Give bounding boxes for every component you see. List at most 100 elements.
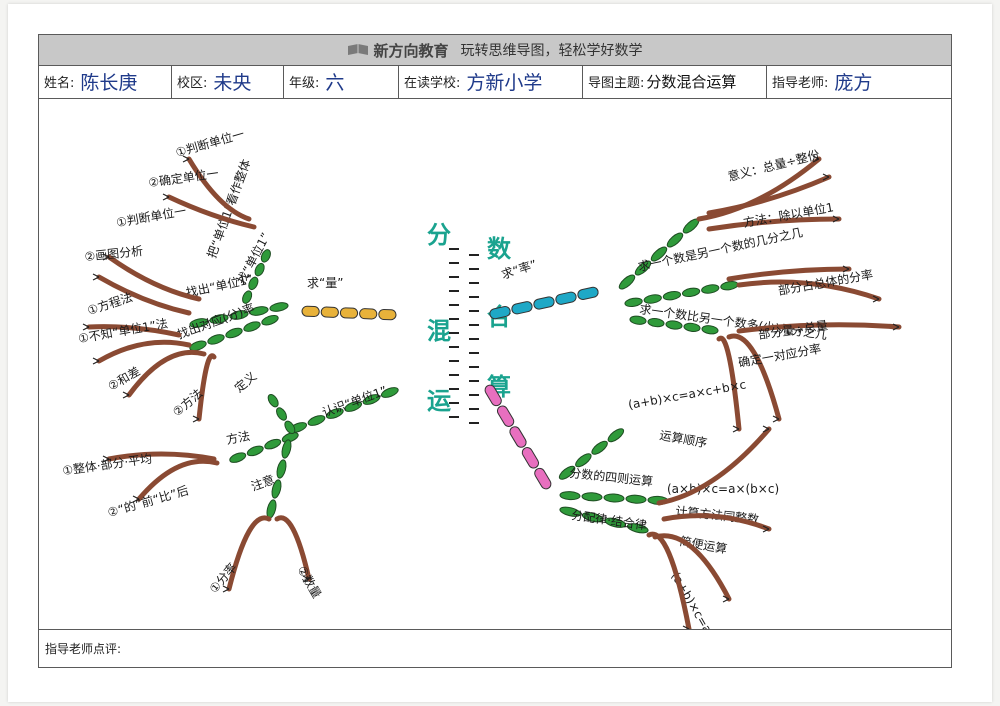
liang-leaf [260,249,271,263]
lv-root [706,174,832,216]
liang-root-tip [92,357,100,365]
fa-leaf [276,407,287,421]
suan-leaf [559,491,581,501]
mind-map-canvas: 分混运数合算求“量”找“单位1”找出“单位1”找出对应(分)率把“单位1”看作整… [39,99,951,629]
lv-leaf [618,274,636,290]
liang-item: ②和差 [106,364,143,394]
fa-label: 认识“单位1” [320,382,389,419]
theme-label: 导图主题: [588,76,645,91]
lv-leaf [643,294,662,304]
suan-root-tip [722,595,730,603]
center-title-char: 数 [487,235,512,263]
fa-leaf [362,394,381,405]
liang-root-tip [82,323,90,331]
fa-leaf [307,415,326,426]
lv-capsule [511,301,533,315]
liang-root-tip [192,415,200,423]
book-icon [348,44,369,55]
lv-item: 意义：总量÷整份 [726,147,821,184]
teacher-cell: 指导老师: 庞方 [767,65,951,98]
lv-leaf [681,287,701,298]
grade-label: 年级: [289,76,320,91]
suan-root-tip [762,525,770,533]
liang-root-tip [182,155,190,163]
suan-root [656,426,772,506]
suan-leaf [603,493,625,503]
center-title-char: 运 [427,387,451,415]
fa-leaf [246,445,264,457]
teacher-label: 指导老师: [772,76,829,91]
liang-leaf [249,306,269,316]
lv-root [716,335,742,432]
fa-leaf [229,452,247,463]
fa-sub-label: 方法 [225,428,251,447]
suan-item: (a+b)×c=a×c+b×c [627,377,747,412]
lv-root-tip [832,215,840,223]
grade-value: 六 [325,72,345,94]
suan-root-tip [682,625,690,629]
suan-root [652,533,732,602]
lv-leaf [662,290,682,301]
fa-leaf [344,401,363,412]
worksheet-frame: 新方向教育 玩转思维导图，轻松学好数学 姓名: 陈长庚 校区: 未央 年级: 六… [38,34,952,668]
name-value: 陈长庚 [80,72,138,94]
liang-leaf [242,290,253,304]
lv-root-tip [732,425,740,433]
center-title-char: 分 [427,221,451,249]
lv-leaf [647,317,665,328]
lv-root-tip [812,155,820,163]
lv-leaf [701,284,720,294]
liang-item: ①判断单位一 [174,126,246,160]
lv-root [696,156,822,222]
suan-leaf [604,517,627,528]
campus-value: 未央 [213,72,252,94]
lv-root [726,333,782,422]
lv-root [736,279,882,302]
liang-item: ①方程法 [85,289,134,318]
suan-leaf [559,506,582,517]
liang-leaf [225,327,243,339]
teacher-value: 庞方 [834,72,873,94]
lv-root-tip [842,265,850,273]
lv-capsule [489,305,511,320]
lv-leaf [665,320,683,330]
suan-leaf [607,428,625,443]
liang-capsule [378,308,397,321]
suan-item: 运算顺序 [658,427,708,450]
liang-leaf [229,310,249,320]
suan-capsule [484,384,502,407]
lv-leaf [666,232,684,248]
school-label: 在读学校: [404,76,461,91]
liang-capsule [301,305,320,318]
lv-leaf [624,297,643,308]
fa-root-tip [102,455,110,463]
student-info-row: 姓名: 陈长庚 校区: 未央 年级: 六 在读学校: 方新小学 导图主题: 分数… [39,65,951,99]
liang-leaf [189,318,209,328]
teacher-comment-row: 指导老师点评: [39,629,951,667]
campus-cell: 校区: 未央 [172,65,284,98]
school-cell: 在读学校: 方新小学 [399,65,583,98]
fa-leaf [264,438,282,450]
fa-root [106,451,217,462]
fa-extra-label: 定义 [231,368,259,395]
liang-leaf [269,302,289,312]
lv-leaf [701,325,719,335]
fa-leaf [380,387,399,398]
liang-label: 求“量” [307,276,343,290]
theme-value: 分数混合运算 [646,73,737,91]
liang-leaf [207,334,225,345]
brand-logo: 新方向教育 [347,40,449,61]
liang-leaf [261,314,279,326]
suan-sub-label: 分配律·结合律 [571,507,648,532]
fa-leaf [284,420,296,435]
lv-capsule [533,296,555,310]
lv-leaf [683,322,701,333]
lv-root-tip [772,415,780,423]
lv-root-tip [892,323,900,331]
liang-root-tip [162,193,170,201]
lv-leaf [634,260,652,276]
liang-leaf [248,276,259,291]
suan-leaf [575,453,592,468]
liang-root [106,254,202,302]
fa-root-tip [302,575,310,583]
